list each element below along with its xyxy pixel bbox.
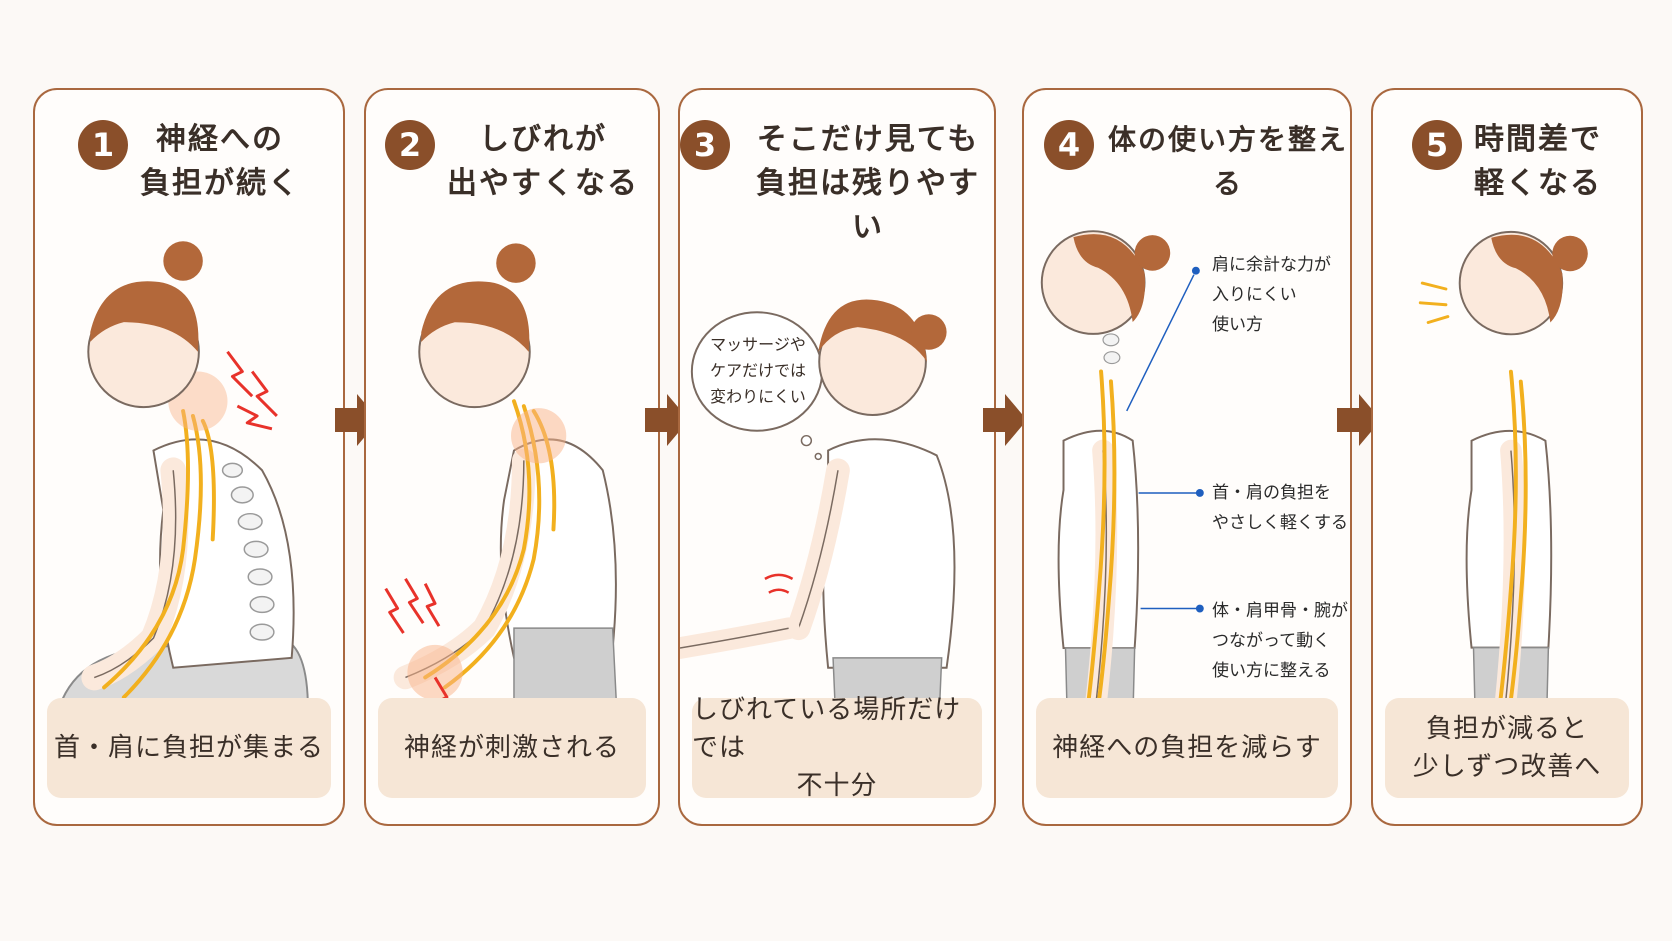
step-number-badge: 2 xyxy=(385,120,435,170)
step-title: 時間差で 軽くなる xyxy=(1474,122,1602,201)
step-caption: 神経への負担を減らす xyxy=(1036,698,1338,798)
step-panel-4: 4 体の使い方を整える xyxy=(1022,88,1352,826)
thought-bubble-text: マッサージや ケアだけでは 変わりにくい xyxy=(709,335,806,406)
step-header-3: 3 そこだけ見ても 負担は残りやすい xyxy=(680,118,994,250)
slouched-seated-woman-illustration xyxy=(35,210,343,770)
step-panel-3: 3 そこだけ見ても 負担は残りやすい xyxy=(678,88,996,826)
step-header-4: 4 体の使い方を整える xyxy=(1044,118,1350,206)
step-number-badge: 5 xyxy=(1412,120,1462,170)
step-number-badge: 1 xyxy=(78,120,128,170)
step-title: しびれが 出やすくなる xyxy=(447,122,639,201)
step-caption: 神経が刺激される xyxy=(378,698,646,798)
woman-receiving-hand-massage-illustration: マッサージや ケアだけでは 変わりにくい xyxy=(680,210,994,770)
note-connected-movement: 体・肩甲骨・腕が つながって動く 使い方に整える xyxy=(1212,601,1348,681)
step-caption: 負担が減ると 少しずつ改善へ xyxy=(1385,698,1629,798)
step-title: そこだけ見ても 負担は残りやすい xyxy=(756,122,980,245)
step-title: 体の使い方を整える xyxy=(1107,123,1348,200)
step-number-badge: 3 xyxy=(680,120,730,170)
step-title: 神経への 負担が続く xyxy=(140,122,300,201)
note-shoulder-force: 肩に余計な力が 入りにくい 使い方 xyxy=(1212,255,1331,335)
step-header-1: 1 神経への 負担が続く xyxy=(35,118,343,206)
step-caption: 首・肩に負担が集まる xyxy=(47,698,331,798)
step-panel-5: 5 時間差で 軽くなる 負担が減ると 少しずつ改善へ xyxy=(1371,88,1643,826)
step-header-2: 2 しびれが 出やすくなる xyxy=(366,118,658,206)
step-header-5: 5 時間差で 軽くなる xyxy=(1373,118,1641,206)
next-arrow-icon xyxy=(1337,394,1381,446)
step-panel-2: 2 しびれが 出やすくなる xyxy=(364,88,660,826)
step-number-badge: 4 xyxy=(1044,120,1094,170)
next-arrow-icon xyxy=(983,394,1027,446)
step-caption: しびれている場所だけでは 不十分 xyxy=(692,695,982,801)
relieved-woman-side-view-illustration xyxy=(1373,210,1641,770)
upright-woman-side-view-illustration: 肩に余計な力が 入りにくい 使い方 首・肩の負担を やさしく軽くする 体・肩甲骨… xyxy=(1024,210,1350,770)
step-panel-1: 1 神経への 負担が続く xyxy=(33,88,345,826)
leaning-woman-tingling-hand-illustration xyxy=(366,210,658,770)
note-neck-shoulder-relief: 首・肩の負担を やさしく軽くする xyxy=(1212,483,1348,533)
